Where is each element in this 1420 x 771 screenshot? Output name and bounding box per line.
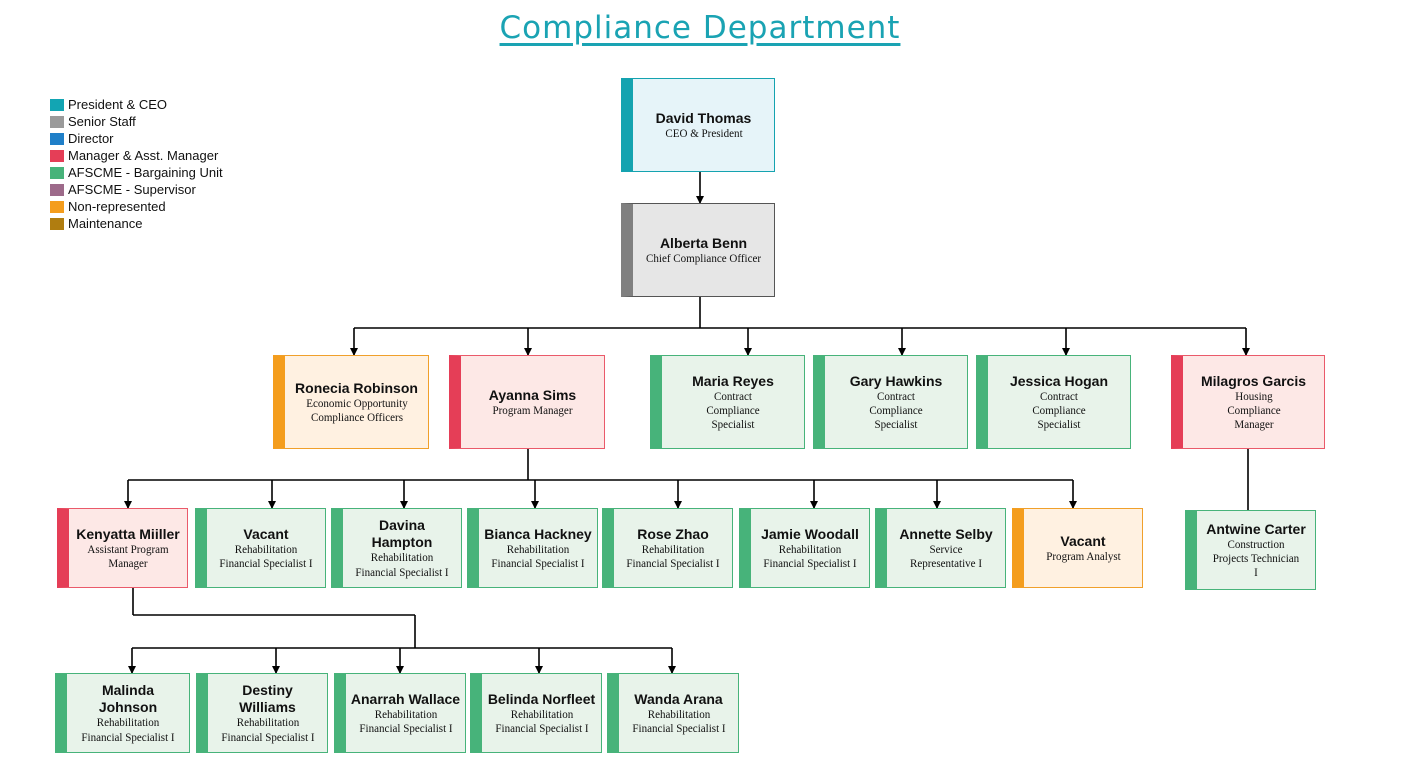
node-name: Alberta Benn [659, 234, 748, 251]
node-name: Wanda Arana [634, 690, 723, 707]
org-node-davina: Davina Hampton Rehabilitation Financial … [331, 508, 462, 588]
org-node-belinda: Belinda Norfleet Rehabilitation Financia… [470, 673, 602, 753]
org-node-wanda: Wanda Arana Rehabilitation Financial Spe… [607, 673, 739, 753]
node-role: Chief Compliance Officer [645, 251, 762, 266]
swatch-icon [50, 115, 64, 128]
legend-label: Non-represented [68, 199, 166, 214]
node-name: Rose Zhao [637, 525, 709, 542]
node-role: Economic Opportunity Compliance Officers [305, 396, 408, 425]
node-name: Malinda Johnson [98, 682, 158, 715]
legend-item: AFSCME - Supervisor [50, 181, 223, 198]
org-node-maria: Maria Reyes Contract Compliance Speciali… [650, 355, 805, 449]
org-node-antwine: Antwine Carter Construction Projects Tec… [1185, 510, 1316, 590]
org-node-ceo: David Thomas CEO & President [621, 78, 775, 172]
node-role: Assistant Program Manager [87, 542, 169, 571]
legend-item: Director [50, 130, 223, 147]
node-name: David Thomas [655, 109, 752, 126]
org-node-vacant-analyst: Vacant Program Analyst [1012, 508, 1143, 588]
org-node-destiny: Destiny Williams Rehabilitation Financia… [196, 673, 328, 753]
swatch-icon [50, 98, 64, 111]
legend-item: President & CEO [50, 96, 223, 113]
org-node-milagros: Milagros Garcis Housing Compliance Manag… [1171, 355, 1325, 449]
org-node-rose: Rose Zhao Rehabilitation Financial Speci… [602, 508, 733, 588]
node-role: Rehabilitation Financial Specialist I [491, 542, 585, 571]
swatch-icon [50, 217, 64, 230]
legend-item: Non-represented [50, 198, 223, 215]
org-node-vacant-rfs: Vacant Rehabilitation Financial Speciali… [195, 508, 326, 588]
node-name: Vacant [1060, 532, 1106, 549]
legend-item: Manager & Asst. Manager [50, 147, 223, 164]
node-name: Ayanna Sims [488, 386, 577, 403]
org-node-ayanna: Ayanna Sims Program Manager [449, 355, 605, 449]
node-name: Jessica Hogan [1009, 372, 1109, 389]
node-name: Belinda Norfleet [487, 690, 596, 707]
legend-label: AFSCME - Bargaining Unit [68, 165, 223, 180]
node-name: Maria Reyes [692, 372, 774, 389]
org-node-annette: Annette Selby Service Representative I [875, 508, 1006, 588]
org-node-malinda: Malinda Johnson Rehabilitation Financial… [55, 673, 190, 753]
legend-label: President & CEO [68, 97, 167, 112]
node-name: Jamie Woodall [761, 525, 859, 542]
org-node-jamie: Jamie Woodall Rehabilitation Financial S… [739, 508, 870, 588]
legend-label: Senior Staff [68, 114, 136, 129]
node-name: Gary Hawkins [849, 372, 943, 389]
swatch-icon [50, 166, 64, 179]
node-name: Antwine Carter [1206, 520, 1306, 537]
node-role: Housing Compliance Manager [1226, 389, 1281, 432]
node-name: Destiny Williams [239, 682, 296, 715]
node-role: Rehabilitation Financial Specialist I [220, 715, 315, 744]
node-name: Vacant [243, 525, 289, 542]
node-role: Contract Compliance Specialist [869, 389, 923, 432]
node-role: Rehabilitation Financial Specialist I [81, 715, 175, 744]
page-title: Compliance Department [499, 10, 901, 46]
node-role: Rehabilitation Financial Specialist I [219, 542, 313, 571]
node-role: Rehabilitation Financial Specialist I [355, 550, 449, 579]
node-role: Contract Compliance Specialist [706, 389, 760, 432]
swatch-icon [50, 132, 64, 145]
legend-item: AFSCME - Bargaining Unit [50, 164, 223, 181]
legend-label: Manager & Asst. Manager [68, 148, 219, 163]
swatch-icon [50, 200, 64, 213]
node-name: Anarrah Wallace [350, 690, 461, 707]
node-role: Rehabilitation Financial Specialist I [358, 707, 453, 736]
legend-label: AFSCME - Supervisor [68, 182, 196, 197]
org-node-gary: Gary Hawkins Contract Compliance Special… [813, 355, 968, 449]
org-node-cco: Alberta Benn Chief Compliance Officer [621, 203, 775, 297]
legend: President & CEO Senior Staff Director Ma… [50, 96, 223, 232]
node-role: Program Manager [492, 403, 573, 418]
legend-label: Director [68, 131, 114, 146]
node-role: Program Analyst [1045, 549, 1121, 564]
node-name: Ronecia Robinson [295, 379, 418, 396]
node-name: Bianca Hackney [484, 525, 592, 542]
node-role: Construction Projects Technician I [1212, 537, 1300, 580]
legend-item: Maintenance [50, 215, 223, 232]
legend-item: Senior Staff [50, 113, 223, 130]
node-name: Milagros Garcis [1200, 372, 1307, 389]
swatch-icon [50, 183, 64, 196]
org-node-anarrah: Anarrah Wallace Rehabilitation Financial… [334, 673, 466, 753]
node-name: Davina Hampton [371, 517, 433, 550]
org-node-bianca: Bianca Hackney Rehabilitation Financial … [467, 508, 598, 588]
node-role: Rehabilitation Financial Specialist I [631, 707, 726, 736]
legend-label: Maintenance [68, 216, 143, 231]
node-role: CEO & President [664, 126, 743, 141]
node-role: Service Representative I [909, 542, 983, 571]
org-node-ronecia: Ronecia Robinson Economic Opportunity Co… [273, 355, 429, 449]
node-role: Rehabilitation Financial Specialist I [626, 542, 720, 571]
org-node-kenyatta: Kenyatta Miiller Assistant Program Manag… [57, 508, 188, 588]
node-role: Rehabilitation Financial Specialist I [763, 542, 857, 571]
org-node-jessica: Jessica Hogan Contract Compliance Specia… [976, 355, 1131, 449]
node-role: Contract Compliance Specialist [1032, 389, 1086, 432]
node-name: Kenyatta Miiller [76, 525, 180, 542]
node-role: Rehabilitation Financial Specialist I [494, 707, 589, 736]
swatch-icon [50, 149, 64, 162]
node-name: Annette Selby [899, 525, 993, 542]
